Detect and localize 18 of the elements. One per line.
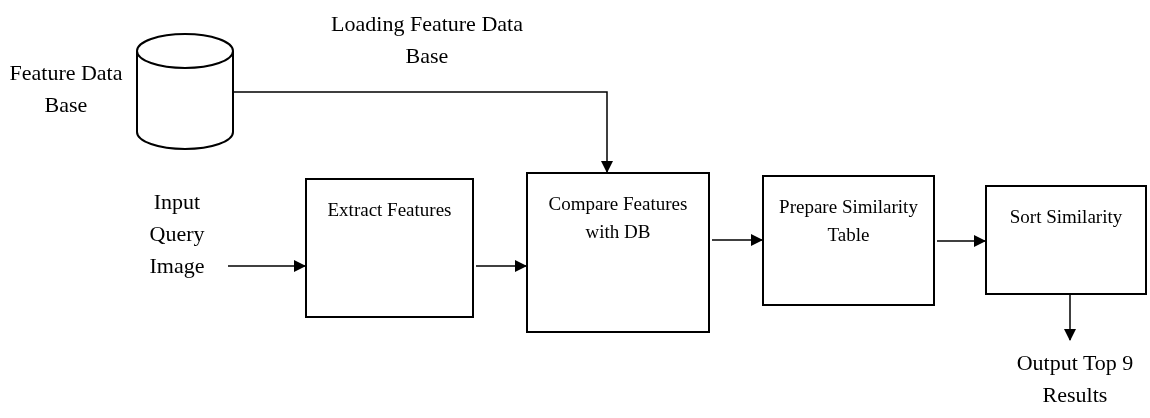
node-caption: Feature Data Base [8,59,124,119]
arrow [711,234,763,246]
arrow [1064,294,1076,341]
cylinder-shape [136,33,234,150]
arrow [936,235,986,247]
process-box [305,178,474,318]
node-label: Prepare Similarity Table [778,195,919,247]
process-box [985,185,1147,295]
node-label: Extract Features [326,198,453,222]
node-label: Input Query Image [148,188,206,280]
node-label: Compare Features with DB [547,192,689,244]
arrow [475,260,527,272]
process-box [526,172,710,333]
arrow [227,260,306,272]
node-label: Output Top 9 Results [1015,349,1135,409]
arrow [233,91,613,173]
node-label: Sort Similarity [1008,205,1124,229]
process-box [762,175,935,306]
